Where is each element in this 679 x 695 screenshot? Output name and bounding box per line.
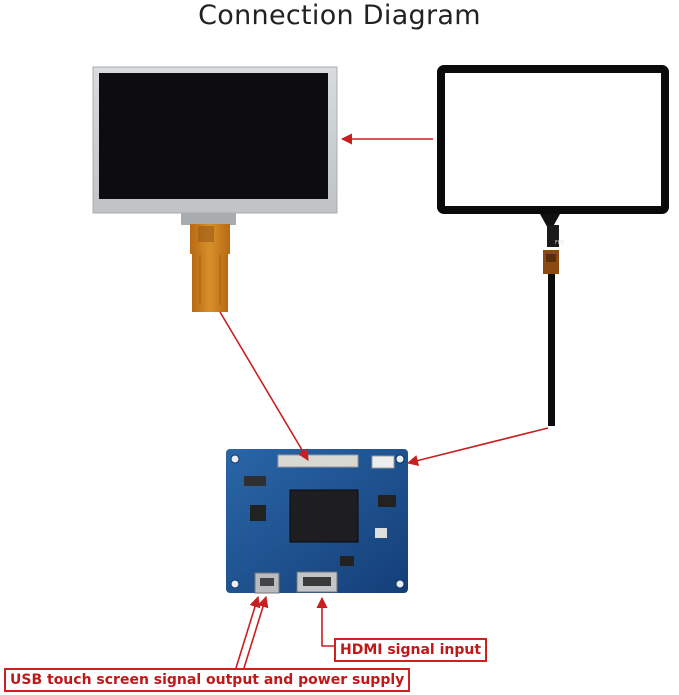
lcd-screen (99, 73, 328, 199)
svg-text:FPC: FPC (555, 240, 565, 246)
diagram-title: Connection Diagram (198, 0, 481, 31)
hdmi-signal-label: HDMI signal input (334, 638, 488, 662)
touch-connector (371, 455, 395, 469)
touch-panel: FPC (437, 65, 669, 426)
lcd-panel (92, 66, 338, 312)
controller-board (226, 449, 408, 594)
touch-ribbon-cable (548, 274, 555, 426)
main-chip (289, 489, 359, 543)
usb-signal-label: USB touch screen signal output and power… (4, 668, 411, 692)
touch-flex-tail (547, 225, 559, 247)
lcd-connector (277, 454, 359, 468)
